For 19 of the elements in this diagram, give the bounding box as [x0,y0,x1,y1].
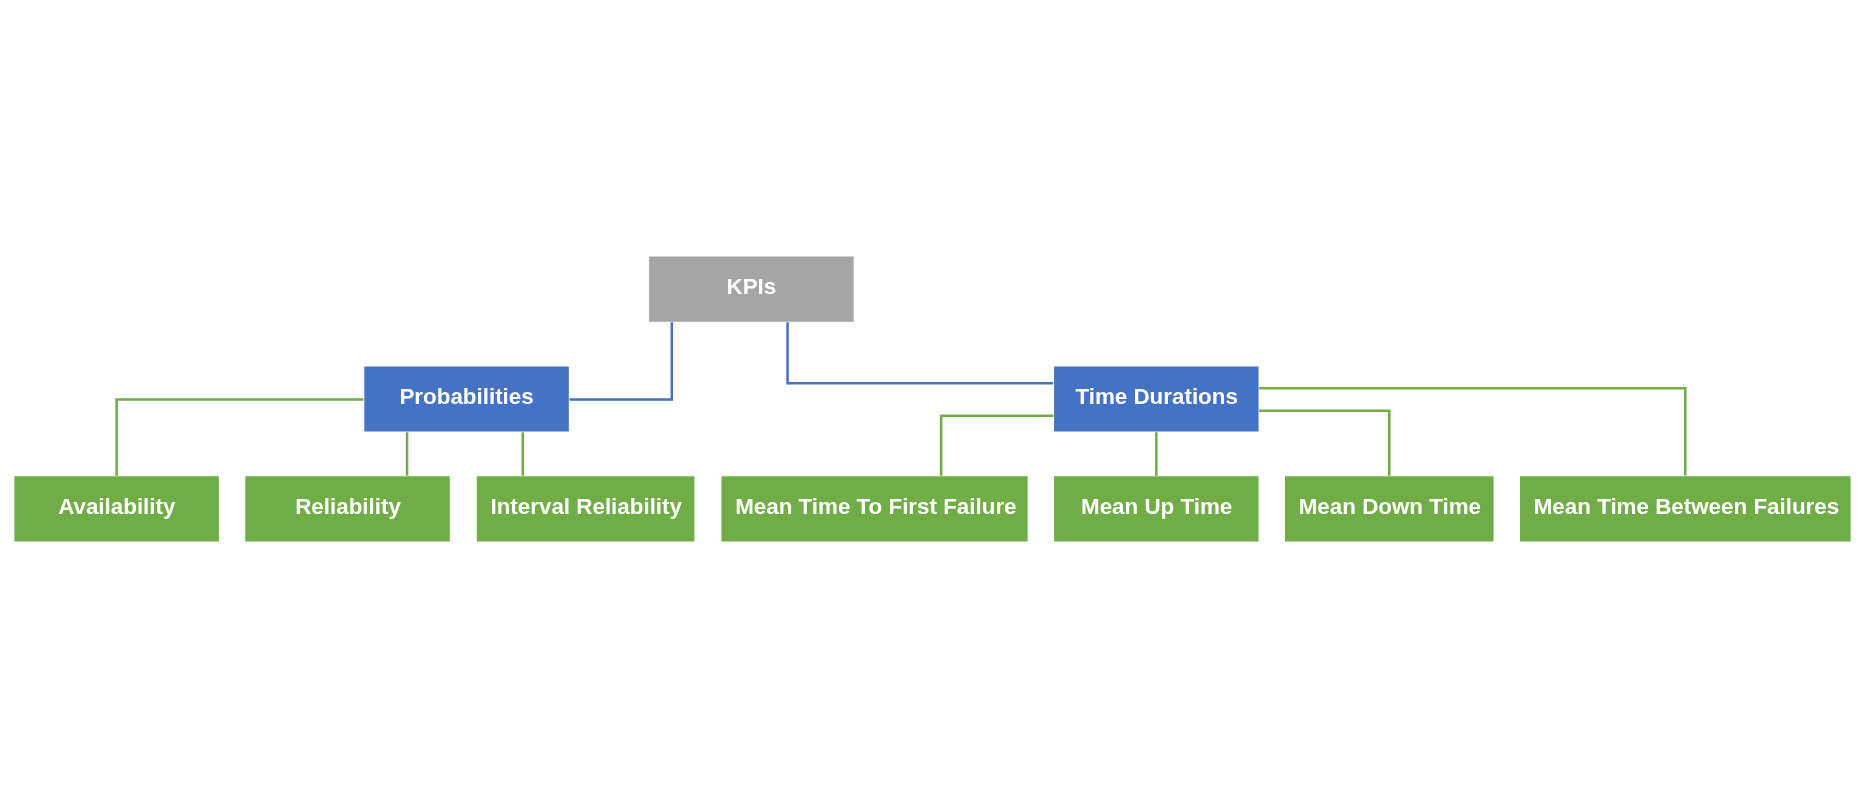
connector [521,432,525,476]
node-box: Mean Time To First Failure [720,475,1029,543]
connector [115,398,364,476]
node-box: Reliability [244,475,451,543]
connector [939,414,1054,476]
connector [405,432,409,476]
node-box: Interval Reliability [475,475,696,543]
node-box: Mean Down Time [1284,475,1495,543]
node-box: Availability [13,475,220,543]
node-box: KPIs [648,255,855,323]
connector [786,322,1054,385]
node-box: Mean Time Between Failures [1518,475,1852,543]
node-box: Probabilities [363,365,570,433]
node-box: Time Durations [1053,365,1260,433]
connector [1259,409,1391,476]
node-box: Mean Up Time [1053,475,1260,543]
connector [1155,432,1158,476]
connector [569,322,674,401]
connector [1259,387,1687,476]
